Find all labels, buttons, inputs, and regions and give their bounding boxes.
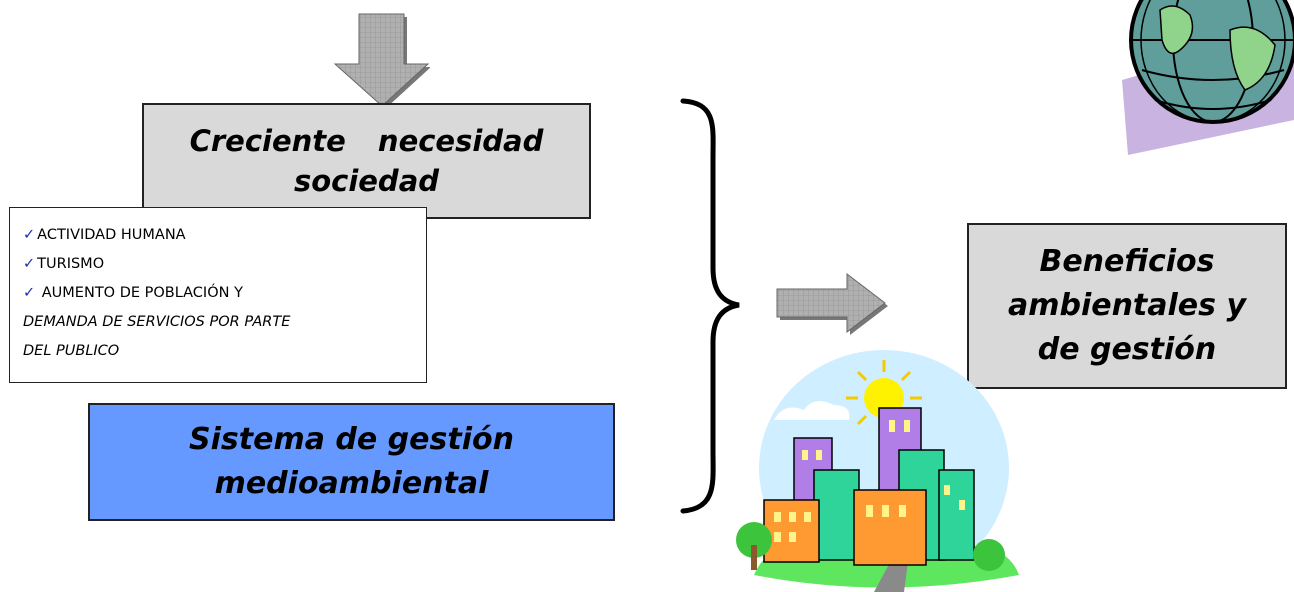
factors-list-box: ✓ACTIVIDAD HUMANA ✓TURISMO ✓ AUMENTO DE …: [9, 207, 427, 383]
globe-icon: [1122, 0, 1294, 155]
need-box-line2: sociedad: [293, 164, 440, 198]
benefits-box-line2: ambientales y: [1007, 288, 1247, 323]
list-item-label: ACTIVIDAD HUMANA: [37, 227, 186, 243]
list-item-label: AUMENTO DE POBLACIÓN Y: [41, 285, 243, 301]
right-arrow-icon: [776, 272, 888, 335]
list-item-continuation: DEL PUBLICO: [23, 343, 120, 359]
list-item-label: TURISMO: [37, 256, 105, 272]
list-item: ✓ACTIVIDAD HUMANA: [23, 221, 416, 250]
list-item: ✓ AUMENTO DE POBLACIÓN Y: [23, 279, 416, 308]
check-icon: ✓: [23, 227, 36, 243]
system-box-line2: medioambiental: [214, 466, 489, 501]
check-icon: ✓: [23, 285, 36, 301]
city-buildings-icon: [736, 350, 1019, 592]
curly-brace-icon: [680, 98, 740, 514]
need-box: Creciente necesidad sociedad: [142, 103, 591, 219]
down-arrow-icon: [333, 13, 430, 108]
benefits-box: Beneficios ambientales y de gestión: [967, 223, 1287, 389]
benefits-box-line3: de gestión: [1037, 332, 1217, 367]
benefits-box-line1: Beneficios: [1039, 244, 1215, 279]
list-item-continuation: DEMANDA DE SERVICIOS POR PARTE: [23, 314, 291, 330]
list-item: ✓TURISMO: [23, 250, 416, 279]
system-box: Sistema de gestión medioambiental: [88, 403, 615, 521]
need-box-line1: Creciente necesidad: [189, 124, 544, 158]
system-box-line1: Sistema de gestión: [189, 422, 514, 457]
check-icon: ✓: [23, 256, 36, 272]
